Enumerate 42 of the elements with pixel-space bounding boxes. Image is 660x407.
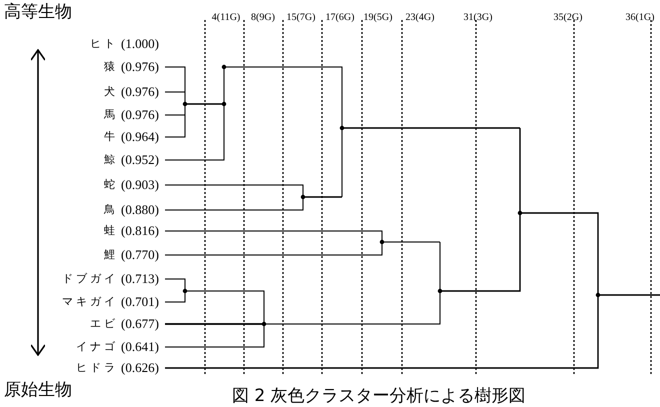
column-header: 23(4G)	[406, 13, 434, 23]
column-header: 15(7G)	[286, 13, 316, 23]
similarity-value: (0.677)	[121, 317, 159, 330]
leaf-name: 鳥	[104, 204, 118, 215]
figure-caption: 図 2 灰色クラスター分析による樹形図	[232, 388, 526, 405]
leaf-name: 鯨	[104, 154, 118, 165]
column-header: 35(2G)	[554, 13, 582, 23]
similarity-value: (0.976)	[121, 108, 159, 121]
leaf-name: 馬	[104, 109, 118, 120]
leaf-name: 鯉	[104, 249, 118, 260]
similarity-value: (0.770)	[121, 248, 159, 261]
similarity-value: (0.713)	[121, 272, 159, 285]
leaf-name: 牛	[104, 131, 118, 142]
leaf-name: 蛇	[104, 179, 118, 190]
similarity-value: (1.000)	[121, 37, 159, 50]
leaf-name: マキガイ	[62, 296, 118, 307]
column-header: 4(11G)	[212, 13, 240, 23]
column-header: 8(9G)	[251, 13, 275, 23]
column-header: 19(5G)	[364, 13, 392, 23]
column-header: 36(1G)	[626, 13, 654, 23]
column-header: 31(3G)	[464, 13, 492, 23]
similarity-value: (0.626)	[121, 361, 159, 374]
heading-label: 原始生物	[4, 382, 72, 399]
leaf-name: 猿	[104, 61, 118, 72]
leaf-name: イナゴ	[76, 341, 118, 352]
similarity-value: (0.976)	[121, 85, 159, 98]
leaf-name: エビ	[90, 318, 118, 329]
similarity-value: (0.976)	[121, 60, 159, 73]
similarity-value: (0.816)	[121, 224, 159, 237]
heading-label: 高等生物	[4, 4, 72, 21]
similarity-value: (0.641)	[121, 340, 159, 353]
similarity-value: (0.964)	[121, 130, 159, 143]
similarity-value: (0.952)	[121, 153, 159, 166]
similarity-value: (0.701)	[121, 295, 159, 308]
leaf-name: ドブガイ	[62, 273, 118, 284]
leaf-name: ヒト	[90, 38, 118, 49]
leaf-name: 蛙	[104, 225, 118, 236]
similarity-value: (0.903)	[121, 178, 159, 191]
column-header: 17(6G)	[326, 13, 354, 23]
leaf-name: ヒドラ	[76, 362, 118, 373]
leaf-name: 犬	[104, 86, 118, 97]
similarity-value: (0.880)	[121, 203, 159, 216]
